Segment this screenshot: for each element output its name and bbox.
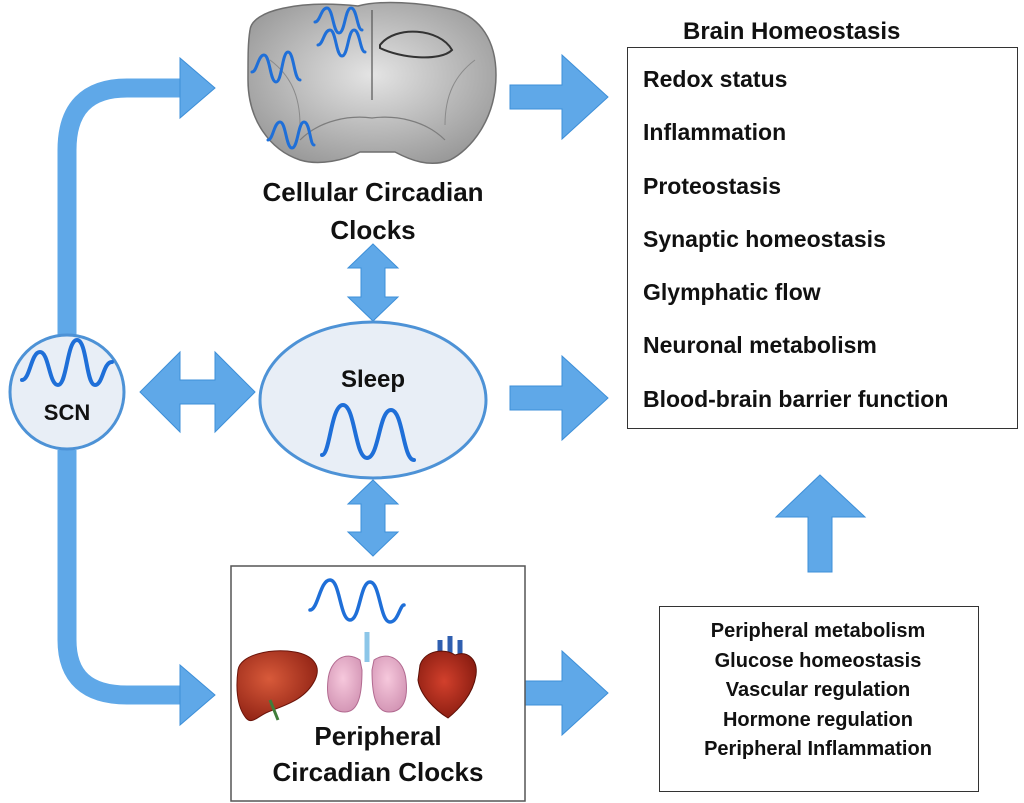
list-item: Redox status — [643, 66, 788, 92]
scn-to-peripheral-curve — [57, 450, 185, 705]
peripheral-clocks-label: Peripheral Circadian Clocks — [231, 718, 525, 790]
brain-section-icon — [247, 1, 497, 164]
list-item: Peripheral Inflammation — [704, 738, 932, 760]
arrow-outputs-to-homeostasis — [774, 474, 867, 573]
sleep-label: Sleep — [340, 366, 406, 393]
peripheral-clocks-line1: Peripheral — [314, 721, 442, 751]
brain-homeostasis-title: Brain Homeostasis — [683, 18, 901, 45]
list-item: Neuronal metabolism — [643, 332, 877, 359]
list-item: Synaptic homeostasis — [643, 225, 886, 252]
peripheral-clocks-line2: Circadian Clocks — [272, 757, 484, 787]
arrow-cellular-to-homeostasis — [509, 53, 609, 141]
list-item: Glymphatic flow — [643, 279, 821, 306]
list-item: Proteostasis — [643, 172, 782, 199]
brain-homeostasis-list: Redox status Inflammation Proteostasis S… — [643, 64, 948, 437]
list-item: Hormone regulation — [722, 708, 913, 731]
peripheral-wave-icon — [308, 578, 406, 624]
cellular-clocks-line1: Cellular Circadian — [262, 177, 484, 207]
sleep-wave-icon — [320, 402, 416, 462]
arrow-to-cellular-clocks — [179, 56, 216, 120]
sleep-node — [258, 320, 488, 480]
list-item: Glucose homeostasis — [714, 649, 922, 672]
arrow-cellular-sleep-bidirectional — [346, 243, 400, 322]
cellular-clocks-label: Cellular Circadian Clocks — [218, 173, 528, 249]
arrow-to-peripheral-clocks — [179, 663, 216, 727]
arrow-scn-sleep-bidirectional — [139, 350, 256, 434]
liver-icon — [236, 650, 318, 722]
brain-homeostasis-box — [627, 47, 1018, 429]
list-item: Inflammation — [643, 119, 787, 146]
peripheral-outputs-box — [659, 606, 979, 792]
scn-wave-icon — [20, 337, 114, 388]
heart-icon — [417, 636, 477, 719]
lungs-icon — [327, 632, 407, 713]
scn-label: SCN — [43, 400, 91, 425]
arrow-sleep-peripheral-bidirectional — [346, 479, 400, 557]
list-item: Peripheral metabolism — [710, 620, 926, 642]
scn-node — [8, 333, 126, 451]
list-item: Blood-brain barrier function — [643, 385, 949, 412]
scn-to-cellular-curve — [57, 78, 185, 340]
peripheral-outputs-list: Peripheral metabolism Glucose homeostasi… — [659, 618, 977, 766]
cellular-clocks-line2: Clocks — [330, 215, 416, 245]
arrow-sleep-to-homeostasis — [509, 354, 609, 442]
list-item: Vascular regulation — [725, 679, 911, 701]
